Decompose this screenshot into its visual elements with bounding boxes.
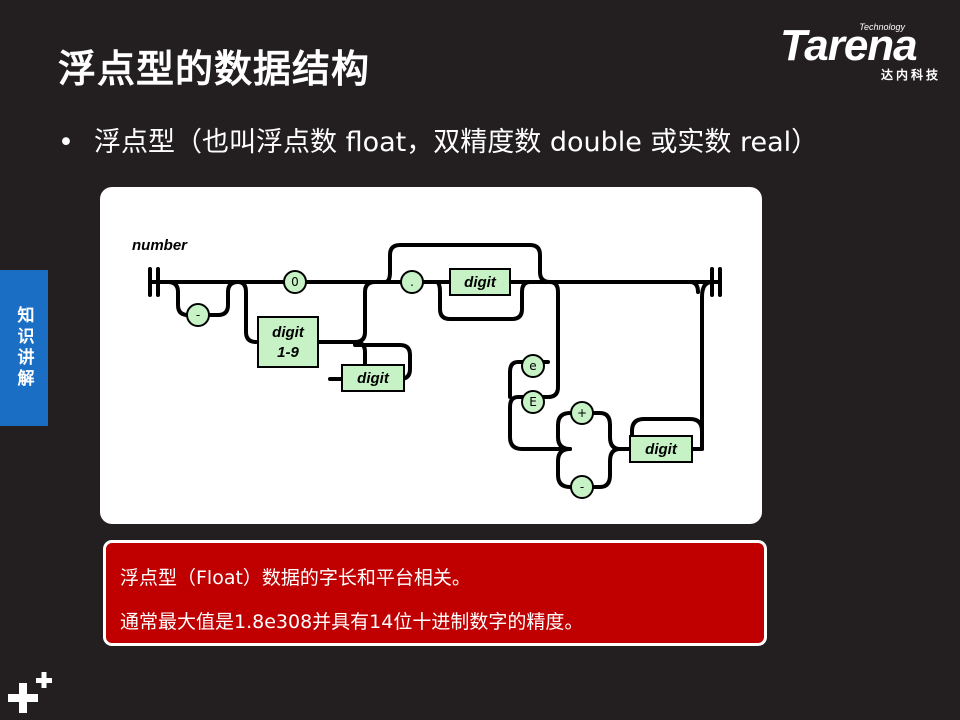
bullet-text: 浮点型（也叫浮点数 float，双精度数 double 或实数 real）	[94, 127, 819, 158]
svg-text:digit: digit	[357, 370, 390, 387]
fraction-bypass	[383, 243, 552, 284]
svg-text:E: E	[529, 395, 537, 409]
end-join	[688, 280, 700, 294]
plus-plus-icon	[8, 672, 52, 713]
minus-node: -	[186, 303, 210, 327]
exponent-branch	[508, 280, 572, 451]
svg-text:digit: digit	[464, 274, 497, 291]
diagram-label: number	[132, 237, 188, 254]
callout-line-2: 通常最大值是1.8e308并具有14位十进制数字的精度。	[120, 611, 584, 633]
minus-branch	[166, 280, 240, 317]
start-bars	[148, 267, 160, 297]
bullet-dot-icon: •	[58, 127, 74, 158]
logo-technology-text: Technology	[859, 22, 905, 32]
e-upper-node: E	[521, 390, 545, 414]
digit-fraction-node: digit	[449, 268, 511, 296]
plus-node: +	[570, 401, 594, 425]
svg-text:digit: digit	[272, 324, 305, 341]
side-tab-label: 知识讲解	[13, 306, 34, 390]
zero-node: 0	[283, 270, 307, 294]
tarena-logo: Technology Tarena 达内科技	[780, 22, 945, 82]
digit-exponent-node: digit	[629, 435, 693, 463]
logo-brand-text: Tarena	[780, 21, 918, 70]
svg-text:-: -	[580, 480, 584, 494]
railroad-svg: number - 0 . e E + -	[132, 237, 722, 499]
fraction-loop	[434, 280, 532, 321]
svg-text:.: .	[410, 275, 414, 289]
svg-text:+: +	[577, 406, 587, 420]
svg-text:digit: digit	[645, 441, 678, 458]
digit-int-node: digit	[341, 364, 405, 392]
side-tab-knowledge[interactable]: 知识讲解	[0, 270, 48, 426]
bullet-item: • 浮点型（也叫浮点数 float，双精度数 double 或实数 real）	[58, 120, 818, 159]
digit-1-9-node: digit 1-9	[257, 316, 319, 368]
slide-title: 浮点型的数据结构	[58, 47, 371, 91]
exponent-return	[700, 280, 714, 451]
svg-text:e: e	[529, 359, 536, 373]
info-callout: 浮点型（Float）数据的字长和平台相关。 通常最大值是1.8e308并具有14…	[103, 540, 767, 646]
svg-text:0: 0	[291, 275, 299, 289]
callout-line-1: 浮点型（Float）数据的字长和平台相关。	[120, 567, 471, 589]
dot-node: .	[400, 270, 424, 294]
railroad-diagram: number - 0 . e E + -	[100, 187, 762, 524]
logo-chinese-text: 达内科技	[880, 68, 941, 82]
minus-exp-node: -	[570, 475, 594, 499]
svg-text:-: -	[196, 308, 200, 322]
exponent-e-lower-path	[508, 360, 550, 399]
svg-text:1-9: 1-9	[277, 344, 299, 361]
e-lower-node: e	[521, 354, 545, 378]
